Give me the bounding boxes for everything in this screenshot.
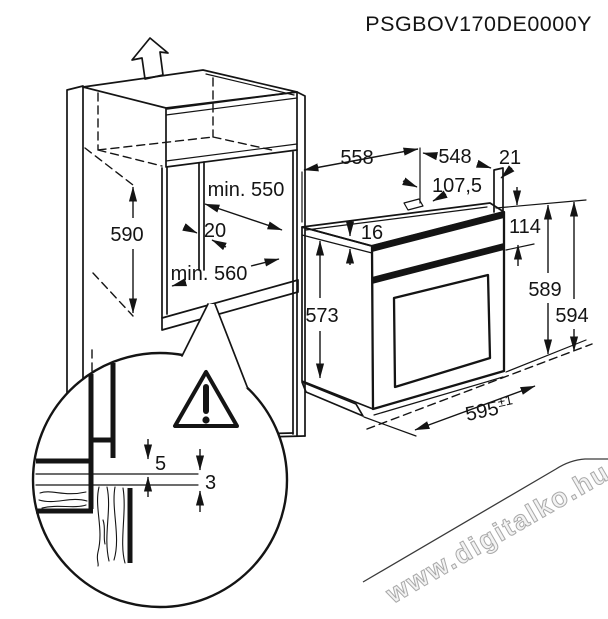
oven-foot — [301, 381, 364, 417]
oven-door-window — [392, 273, 492, 389]
dim-gap-lower: 3 — [205, 472, 216, 494]
dim-top-inset: 16 — [361, 222, 383, 244]
grain-line — [122, 487, 126, 564]
grain-line — [113, 486, 118, 561]
grain-line — [41, 504, 87, 509]
dim-548-arrow-left — [422, 152, 439, 161]
dim-duct-offset: 107,5 — [432, 175, 482, 197]
dim-548-arrow-right — [475, 159, 492, 169]
dim-min560-arrow-right — [250, 258, 280, 267]
detail-wood-grain-vertical — [96, 486, 126, 567]
oven-fascia-bottom-band — [372, 243, 504, 284]
grain-line — [102, 519, 106, 545]
up-arrow-icon — [131, 37, 169, 80]
oven-top-rear-trim — [305, 206, 488, 231]
dim-bottom-depth: min. 560 — [171, 263, 248, 285]
dim-fascia-height: 114 — [509, 216, 541, 238]
grain-line — [96, 486, 101, 567]
cabinet-niche-left-edge — [161, 166, 168, 319]
dim-20-arrow-a — [182, 223, 198, 234]
dim-width-label: 595 ±1 — [463, 392, 514, 426]
cabinet-hidden-interior — [97, 77, 273, 167]
dim-depth-with-door: 558 — [340, 147, 373, 169]
dim-top-depth: min. 550 — [208, 179, 285, 201]
dim-front-height: 589 — [528, 279, 561, 301]
dim-558-arrow — [303, 147, 419, 172]
oven-rear-frame — [493, 167, 504, 213]
up-arrow-shape — [131, 37, 169, 80]
grain-line — [106, 486, 110, 562]
cabinet-band-inner-top — [165, 97, 298, 116]
oven-dimensions: 558 548 21 107,5 16 114 573 589 594 595 … — [303, 146, 589, 431]
dim-body-depth: 548 — [438, 146, 471, 168]
cabinet-shelf — [161, 279, 299, 331]
dim-rear-clearance: 21 — [499, 147, 521, 169]
detail-callout: 5 3 — [31, 351, 289, 609]
pointer-lines — [181, 303, 249, 390]
callout-circle — [31, 351, 289, 609]
dim-width: 595 — [463, 397, 500, 425]
page-title: PSGBOV170DE0000Y — [365, 12, 592, 36]
dim-rear-gap: 20 — [204, 220, 226, 242]
pointer-mask — [182, 304, 248, 389]
detail-wood-grain-horizontal — [38, 491, 88, 509]
dim-gap-upper: 5 — [155, 453, 166, 475]
oven-duct-bracket — [403, 198, 424, 211]
cabinet-band-inner-bottom — [165, 143, 298, 162]
watermark-text: www.digitalko.hu — [380, 457, 608, 610]
dim-20-arrow-b — [211, 239, 227, 251]
callout-pointer — [181, 303, 249, 390]
detail-gap-lines — [35, 473, 199, 486]
dim-1075-leader-b — [432, 190, 448, 202]
oven-side-trim-line — [301, 234, 373, 254]
grain-line — [39, 491, 87, 495]
warning-exclamation-dot — [202, 416, 210, 424]
oven-front-face — [370, 210, 506, 411]
watermark: www.digitalko.hu — [362, 456, 608, 610]
dim-21-leader — [500, 165, 515, 179]
oven-fascia-top-band — [372, 212, 504, 252]
dim-width-tolerance: ±1 — [496, 392, 514, 410]
dim-min550-arrow — [204, 203, 283, 231]
cabinet-front-band — [165, 91, 298, 168]
cabinet-top-rear-trim — [205, 73, 295, 96]
dim-595-arrow — [414, 385, 536, 431]
watermark-border-line — [362, 458, 608, 583]
dim-niche-height: 590 — [110, 224, 143, 246]
dim-body-height: 573 — [305, 305, 338, 327]
detail-panel-sections — [36, 363, 133, 563]
cabinet-dimensions: 590 min. 550 20 min. 560 — [110, 179, 285, 314]
warning-triangle-icon — [173, 370, 239, 428]
cabinet-right-stile — [292, 91, 306, 437]
dim-total-height: 594 — [555, 305, 588, 327]
dim-min560-arrow-left — [171, 278, 188, 287]
dim-1075-leader-a — [402, 177, 418, 188]
cabinet-rear-gap-lines — [198, 161, 205, 271]
grain-line — [38, 498, 88, 503]
